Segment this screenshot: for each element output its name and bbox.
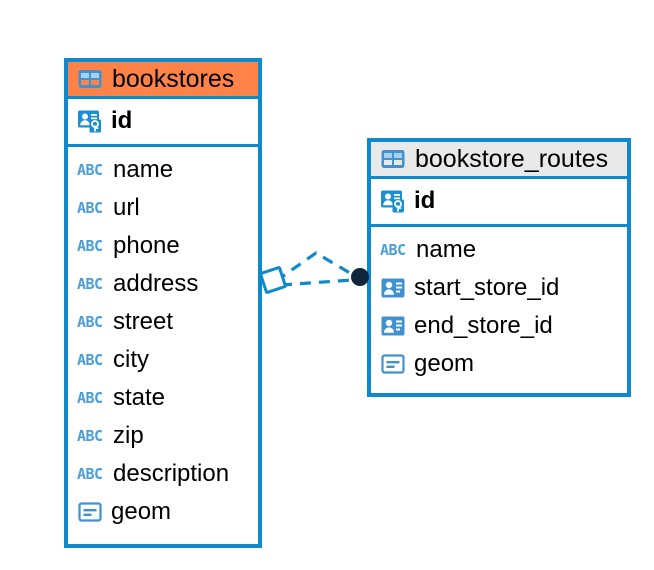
primary-key-icon	[77, 108, 103, 134]
abc-text-type-icon: ABC	[77, 312, 105, 332]
field-row-state[interactable]: ABC state	[77, 379, 250, 417]
primary-key-section: id	[371, 179, 627, 228]
abc-glyph: ABC	[77, 237, 103, 256]
abc-text-type-icon: ABC	[77, 236, 105, 256]
entity-table-bookstore-routes[interactable]: bookstore_routes	[367, 138, 631, 397]
geometry-type-icon	[380, 351, 406, 377]
field-label: name	[113, 156, 174, 184]
abc-text-type-icon: ABC	[77, 464, 105, 484]
field-row-end-store-id[interactable]: end_store_id	[380, 307, 619, 345]
field-label: name	[416, 236, 477, 264]
abc-text-type-icon: ABC	[77, 160, 105, 180]
primary-key-icon	[380, 188, 406, 214]
abc-glyph: ABC	[77, 351, 103, 370]
field-label: geom	[414, 350, 475, 378]
abc-glyph: ABC	[380, 241, 406, 260]
field-row-city[interactable]: ABC city	[77, 341, 250, 379]
relationship-line-lower	[280, 278, 353, 287]
field-label: zip	[113, 422, 144, 450]
field-row-phone[interactable]: ABC phone	[77, 227, 250, 265]
field-label: description	[113, 460, 230, 488]
abc-glyph: ABC	[77, 161, 103, 180]
fields-section-bookstore-routes: ABC name start_store_id	[371, 227, 627, 393]
table-icon	[77, 66, 103, 92]
field-row-primary-key[interactable]: id	[77, 102, 250, 140]
relationship-line-upper	[275, 251, 356, 283]
relationship-source-diamond-marker	[259, 266, 287, 294]
entity-header-bookstores[interactable]: bookstores	[68, 62, 258, 100]
abc-text-type-icon: ABC	[77, 274, 105, 294]
abc-text-type-icon: ABC	[77, 350, 105, 370]
abc-glyph: ABC	[77, 389, 103, 408]
abc-glyph: ABC	[77, 275, 103, 294]
table-icon	[380, 146, 406, 172]
field-row-geom[interactable]: geom	[380, 345, 619, 383]
field-row-name[interactable]: ABC name	[380, 231, 619, 269]
entity-title: bookstores	[112, 65, 235, 93]
field-row-geom[interactable]: geom	[77, 493, 250, 531]
field-label: phone	[113, 232, 180, 260]
field-label: state	[113, 384, 166, 412]
field-row-address[interactable]: ABC address	[77, 265, 250, 303]
field-row-url[interactable]: ABC url	[77, 189, 250, 227]
geometry-type-icon	[77, 499, 103, 525]
entity-header-bookstore-routes[interactable]: bookstore_routes	[371, 142, 627, 180]
abc-glyph: ABC	[77, 427, 103, 446]
fields-section-bookstores: ABC name ABC url ABC phone ABC	[68, 147, 258, 544]
field-row-zip[interactable]: ABC zip	[77, 417, 250, 455]
field-row-name[interactable]: ABC name	[77, 151, 250, 189]
abc-glyph: ABC	[77, 199, 103, 218]
field-label: id	[414, 187, 436, 215]
field-label: end_store_id	[414, 312, 553, 340]
field-label: city	[113, 346, 149, 374]
field-label: geom	[111, 498, 172, 526]
abc-text-type-icon: ABC	[380, 240, 408, 260]
foreign-key-icon	[380, 313, 406, 339]
field-label: start_store_id	[414, 274, 560, 302]
abc-text-type-icon: ABC	[77, 426, 105, 446]
field-label: url	[113, 194, 140, 222]
field-row-street[interactable]: ABC street	[77, 303, 250, 341]
abc-glyph: ABC	[77, 465, 103, 484]
entity-table-bookstores[interactable]: bookstores	[64, 58, 262, 548]
field-label: id	[111, 107, 133, 135]
field-row-description[interactable]: ABC description	[77, 455, 250, 493]
primary-key-section: id	[68, 99, 258, 148]
abc-glyph: ABC	[77, 313, 103, 332]
abc-text-type-icon: ABC	[77, 198, 105, 218]
field-row-start-store-id[interactable]: start_store_id	[380, 269, 619, 307]
entity-title: bookstore_routes	[415, 145, 609, 173]
foreign-key-icon	[380, 275, 406, 301]
field-label: address	[113, 270, 199, 298]
abc-text-type-icon: ABC	[77, 388, 105, 408]
field-row-primary-key[interactable]: id	[380, 182, 619, 220]
field-label: street	[113, 308, 174, 336]
